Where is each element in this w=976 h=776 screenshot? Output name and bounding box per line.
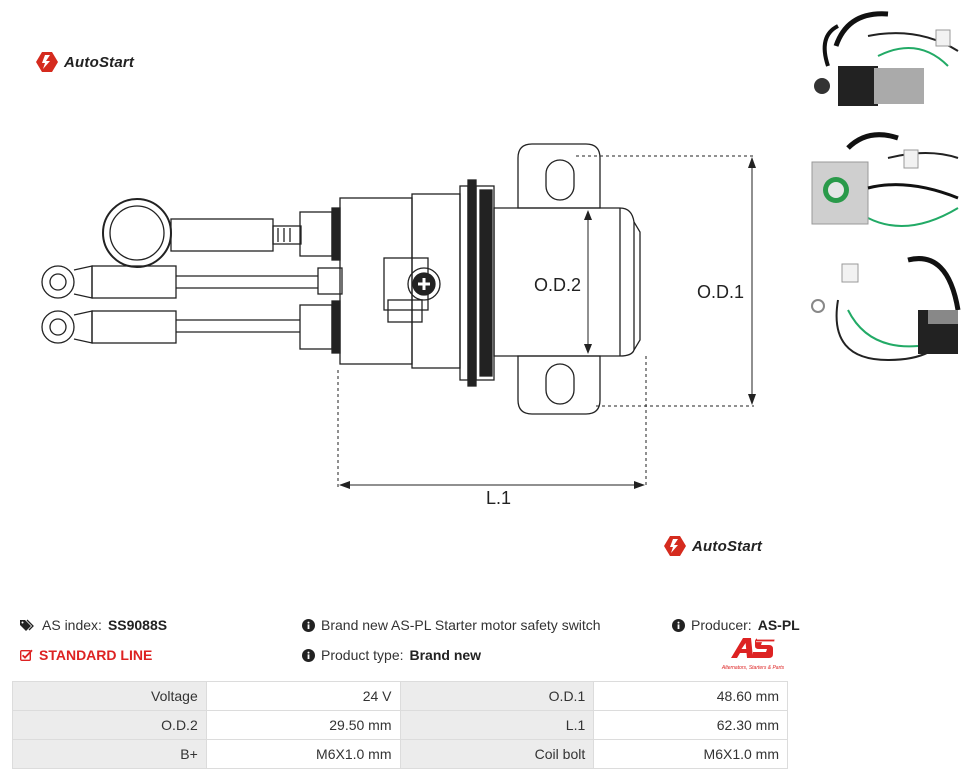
spec-key-cell: O.D.1 (399, 681, 595, 711)
spec-value-cell: M6X1.0 mm (593, 739, 788, 769)
check-square-icon (20, 649, 33, 661)
spec-key-cell: L.1 (399, 710, 595, 740)
solenoid-photo-image (808, 128, 968, 248)
as-pl-logo-image (731, 638, 775, 658)
spec-value-cell: M6X1.0 mm (205, 739, 401, 769)
autostart-logo-icon (664, 536, 686, 556)
as-index-label: AS index: (42, 617, 102, 633)
product-description: Brand new AS-PL Starter motor safety swi… (302, 617, 601, 633)
autostart-logo-icon (36, 52, 58, 72)
brand-name: AutoStart (64, 53, 135, 71)
product-type: Product type: Brand new (302, 647, 481, 663)
spec-value-cell: 62.30 mm (593, 710, 788, 740)
od2-label: O.D.2 (534, 275, 581, 295)
autostart-logo-bottom: AutoStart (664, 536, 762, 556)
spec-key-cell: O.D.2 (12, 710, 207, 740)
product-photo-2[interactable] (808, 128, 968, 248)
brand-name: AutoStart (692, 537, 763, 555)
solenoid-photo-image (808, 6, 968, 126)
tags-icon (20, 619, 34, 631)
spec-value-cell: 48.60 mm (593, 681, 788, 711)
spec-value-cell: 24 V (205, 681, 401, 711)
description-text: Brand new AS-PL Starter motor safety swi… (321, 617, 601, 633)
l1-label: L.1 (486, 488, 511, 508)
od1-label: O.D.1 (697, 282, 744, 302)
producer-value: AS-PL (757, 617, 800, 633)
producer: Producer: AS-PL (672, 617, 800, 633)
as-index-value: SS9088S (107, 617, 168, 633)
info-icon (302, 618, 315, 632)
info-icon (302, 648, 315, 662)
as-pl-logo-tagline: Alternators, Starters & Parts (721, 665, 785, 671)
product-photo-3[interactable] (808, 250, 968, 370)
product-photo-1[interactable] (808, 6, 968, 126)
spec-key-cell: Voltage (12, 681, 207, 711)
spec-key-cell: Coil bolt (399, 739, 595, 769)
product-type-label: Product type: (321, 647, 404, 663)
spec-key-cell: B+ (12, 739, 207, 769)
standard-line-text: STANDARD LINE (39, 647, 153, 663)
producer-label: Producer: (691, 617, 752, 633)
technical-drawing: O.D.2 O.D.1 L.1 (41, 143, 756, 508)
solenoid-photo-image (808, 250, 968, 370)
as-index: AS index: SS9088S (20, 617, 167, 633)
as-pl-producer-logo: Alternators, Starters & Parts (716, 637, 790, 671)
product-type-value: Brand new (409, 647, 482, 663)
standard-line-badge: STANDARD LINE (20, 647, 152, 663)
info-icon (672, 618, 685, 632)
spec-value-cell: 29.50 mm (205, 710, 401, 740)
autostart-logo-top: AutoStart (36, 52, 134, 72)
